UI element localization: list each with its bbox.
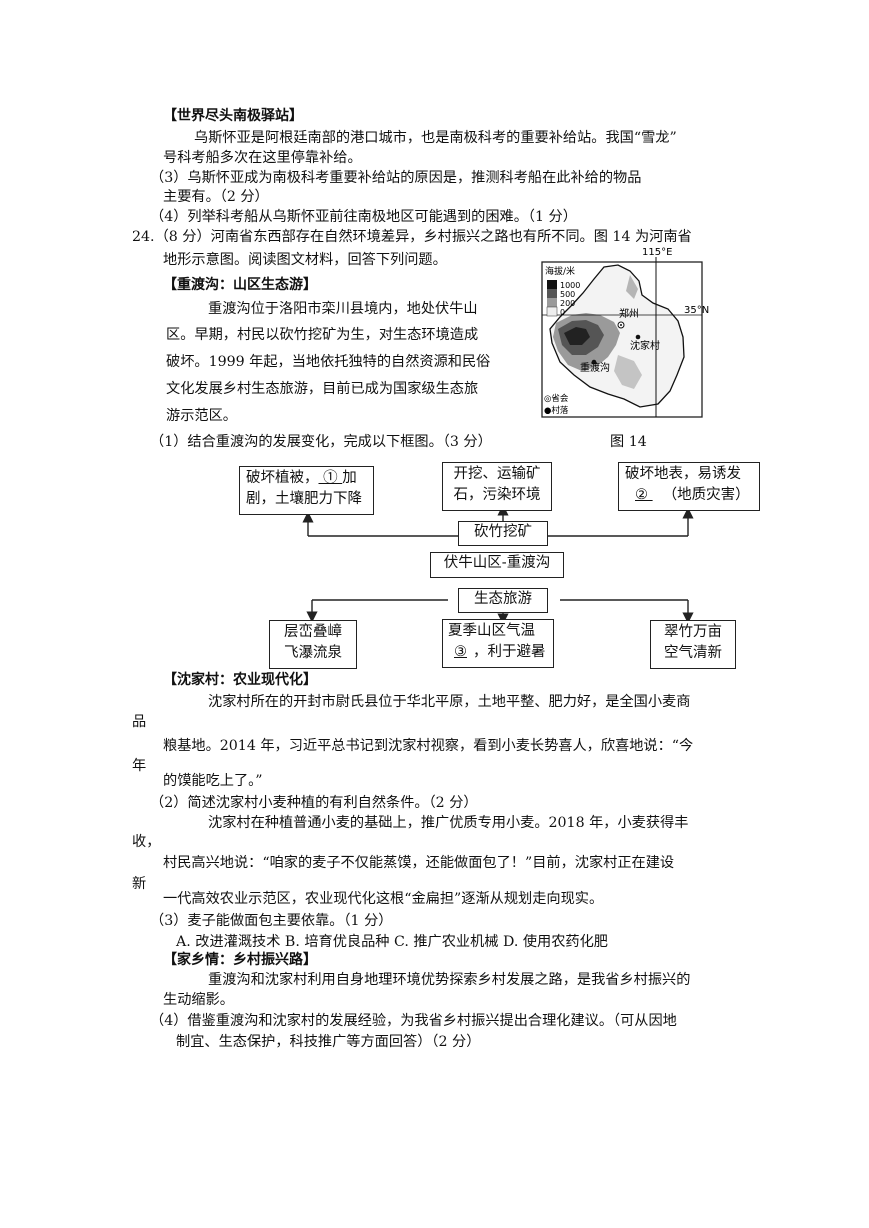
paragraph-line: 区。早期，村民以砍竹挖矿为生，对生态环境造成 [166, 327, 479, 343]
box-text: 翠竹万亩 [664, 624, 722, 640]
question-24-cont: 地形示意图。阅读图文材料，回答下列问题。 [163, 252, 447, 268]
box-text: （地质灾害） [662, 487, 750, 503]
village-label-shenjia: 沈家村 [630, 339, 660, 352]
paragraph-line: 文化发展乡村生态旅游，目前已成为国家级生态旅 [166, 381, 479, 397]
legend-capital: ◎省会 [544, 393, 569, 404]
box-text: 石，污染环境 [453, 487, 541, 503]
question-2: （2）简述沈家村小麦种植的有利自然条件。（2 分） [150, 795, 478, 811]
paragraph-line: 乌斯怀亚是阿根廷南部的港口城市，也是南极科考的重要补给站。我国“雪龙” [194, 130, 677, 146]
flow-box-climate: 夏季山区气温 ③ ，利于避暑 [442, 619, 554, 668]
box-text: 层峦叠嶂 [284, 624, 342, 640]
terrain-south [614, 355, 642, 389]
question-1: （1）结合重渡沟的发展变化，完成以下框图。（3 分） [150, 434, 492, 450]
paragraph-line: 号科考船多次在这里停靠补给。 [163, 150, 362, 166]
paragraph-line: 破坏。1999 年起，当地依托独特的自然资源和民俗 [166, 354, 491, 370]
section-header-chongdugou: 【重渡沟：山区生态游】 [163, 277, 317, 293]
village-marker-shenjia [635, 334, 641, 340]
paragraph-line: 游示范区。 [166, 408, 237, 424]
question-3: （3）麦子能做面包主要依靠。（1 分） [150, 913, 393, 929]
paragraph-line: 重渡沟和沈家村利用自身地理环境优势探索乡村发展之路，是我省乡村振兴的 [208, 972, 691, 988]
paragraph-line: 村民高兴地说：“咱家的麦子不仅能蒸馍，还能做面包了！”目前，沈家村正在建设 [163, 855, 675, 871]
box-text: 开挖、运输矿 [453, 466, 541, 482]
blank-1[interactable]: ① [318, 470, 343, 486]
box-text: 夏季山区气温 [448, 623, 535, 639]
box-text: 破坏植被， [246, 470, 319, 486]
flowchart-connectors [302, 504, 694, 625]
legend-level: 1000 [560, 281, 580, 290]
place-label-chongdugou: 重渡沟 [580, 361, 610, 374]
henan-terrain-map: 115°E 35°N 海拔/米 1000 500 200 0 ◎省会 ●村落 郑… [541, 247, 709, 418]
flow-box-bamboo: 翠竹万亩 空气清新 [650, 620, 736, 669]
flow-center-logging: 砍竹挖矿 [458, 521, 548, 546]
paragraph-line: 收， [132, 834, 161, 850]
question-3: （3）乌斯怀亚成为南极科考重要补给站的原因是，推测科考船在此补给的物品 [150, 170, 642, 186]
section-header-antarctic: 【世界尽头南极驿站】 [163, 108, 303, 124]
question-4-cont: 制宜、生态保护，科技推广等方面回答）（2 分） [176, 1034, 481, 1050]
paragraph-line: 粮基地。2014 年，习近平总书记到沈家村视察，看到小麦长势喜人，欣喜地说：“今 [163, 738, 694, 754]
box-text: 剧，土壤肥力下降 [246, 491, 362, 507]
paragraph-line: 品 [132, 714, 147, 730]
section-header-hometown: 【家乡情：乡村振兴路】 [163, 952, 317, 968]
paragraph-line: 年 [132, 758, 147, 774]
paragraph-line: 一代高效农业示范区，农业现代化这根“金扁担”逐渐从规划走向现实。 [163, 891, 604, 907]
lon-label: 115°E [642, 247, 672, 258]
box-text: 飞瀑流泉 [284, 645, 342, 661]
flow-box-vegetation: 破坏植被， ① 加 剧，土壤肥力下降 [239, 466, 374, 515]
section-header-shenjia: 【沈家村：农业现代化】 [163, 672, 317, 688]
box-text: 加 [342, 470, 357, 486]
paragraph-line: 的馍能吃上了。” [163, 773, 263, 789]
terrain-north [626, 275, 638, 299]
terrain-peak [564, 327, 590, 345]
box-text: 空气清新 [664, 645, 722, 661]
paragraph-line: 沈家村所在的开封市尉氏县位于华北平原，土地平整、肥力好，是全国小麦商 [208, 694, 691, 710]
legend-level: 0 [560, 308, 565, 317]
legend-level: 500 [560, 290, 575, 299]
city-label-zhengzhou: 郑州 [619, 307, 639, 320]
flow-box-geohazard: 破坏地表，易诱发 ② （地质灾害） [618, 462, 760, 511]
paragraph-line: 重渡沟位于洛阳市栾川县境内，地处伏牛山 [208, 301, 478, 317]
legend-title: 海拔/米 [545, 265, 575, 277]
paragraph-line: 新 [132, 876, 147, 892]
question-3-options: A. 改进灌溉技术 B. 培育优良品种 C. 推广农业机械 D. 使用农药化肥 [176, 934, 608, 950]
blank-3[interactable]: ③ [454, 644, 467, 660]
box-text: 破坏地表，易诱发 [625, 466, 741, 482]
village-marker-chongdugou [591, 359, 597, 365]
question-24: 24.（8 分）河南省东西部存在自然环境差异，乡村振兴之路也有所不同。图 14 … [132, 229, 692, 245]
legend-swatch-1000 [547, 280, 557, 289]
legend-level: 200 [560, 299, 575, 308]
flow-center-place: 伏牛山区-重渡沟 [430, 552, 564, 578]
question-4: （4）借鉴重渡沟和沈家村的发展经验，为我省乡村振兴提出合理化建议。（可从因地 [150, 1013, 677, 1029]
paragraph-line: 沈家村在种植普通小麦的基础上，推广优质专用小麦。2018 年，小麦获得丰 [208, 815, 689, 831]
lat-label: 35°N [684, 305, 709, 316]
box-text: ，利于避暑 [473, 644, 546, 660]
figure-caption: 图 14 [610, 434, 647, 450]
flow-center-ecotourism: 生态旅游 [458, 588, 548, 613]
paragraph-line: 生动缩影。 [163, 992, 234, 1008]
flow-box-mining: 开挖、运输矿 石，污染环境 [442, 462, 552, 511]
flow-box-mountains: 层峦叠嶂 飞瀑流泉 [269, 620, 357, 669]
question-3-cont: 主要有。（2 分） [163, 189, 269, 205]
blank-2[interactable]: ② [635, 487, 653, 503]
question-4: （4）列举科考船从乌斯怀亚前往南极地区可能遇到的困难。（1 分） [150, 209, 577, 225]
legend-village: ●村落 [544, 405, 569, 416]
